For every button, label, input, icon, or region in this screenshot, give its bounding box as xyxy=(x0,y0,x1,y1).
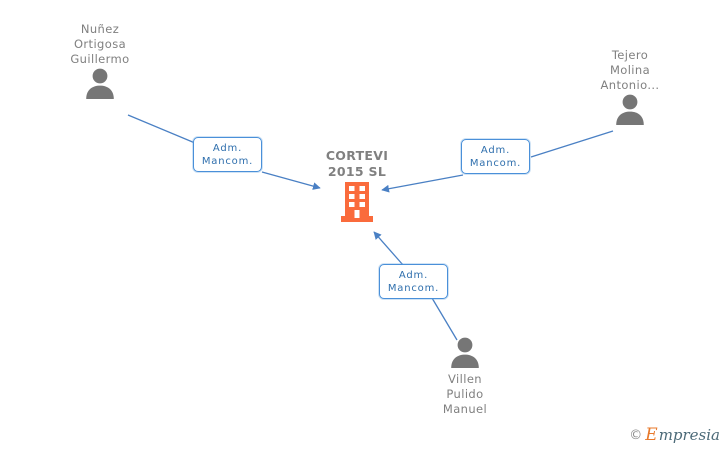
person-icon xyxy=(86,68,114,99)
brand-initial: E xyxy=(645,425,658,445)
relation-label-line2: Mancom. xyxy=(469,157,522,169)
person-node-villen-pulido-manuel[interactable]: Villen Pulido Manuel xyxy=(395,336,535,417)
relation-label-line1: Adm. xyxy=(212,142,243,154)
relation-label-tejero[interactable]: Adm. Mancom. xyxy=(461,139,530,174)
edge-nunez-to-company-arrow xyxy=(261,171,321,190)
person-node-nunez-ortigosa-guillermo[interactable]: Nuñez Ortigosa Guillermo xyxy=(30,22,170,99)
person-icon xyxy=(451,337,479,368)
person-name-label: Villen Pulido Manuel xyxy=(442,372,488,416)
person-name-label: Tejero Molina Antonio... xyxy=(600,48,660,92)
company-node-cortevi-2015-sl[interactable]: CORTEVI 2015 SL xyxy=(282,148,432,222)
relation-label-line2: Mancom. xyxy=(387,282,440,294)
brand-name: mpresia xyxy=(658,426,720,444)
company-name-label: CORTEVI 2015 SL xyxy=(325,148,389,179)
relation-label-line2: Mancom. xyxy=(201,155,254,167)
relation-label-nunez[interactable]: Adm. Mancom. xyxy=(193,137,262,172)
copyright-icon: © xyxy=(629,428,643,443)
edge-villen-to-company-arrow xyxy=(373,231,404,266)
edge-villen-to-company xyxy=(431,297,458,341)
person-node-tejero-molina-antonio[interactable]: Tejero Molina Antonio... xyxy=(560,48,700,125)
person-name-label: Nuñez Ortigosa Guillermo xyxy=(70,22,130,66)
edge-tejero-to-company xyxy=(530,130,614,158)
empresia-watermark: © E mpresia xyxy=(629,427,720,444)
person-icon xyxy=(616,94,644,125)
edge-tejero-to-company-arrow xyxy=(381,174,464,193)
relation-label-line1: Adm. xyxy=(480,144,511,156)
building-icon xyxy=(341,182,373,222)
edge-nunez-to-company xyxy=(127,114,196,144)
relation-label-line1: Adm. xyxy=(398,269,429,281)
relation-label-villen[interactable]: Adm. Mancom. xyxy=(379,264,448,299)
